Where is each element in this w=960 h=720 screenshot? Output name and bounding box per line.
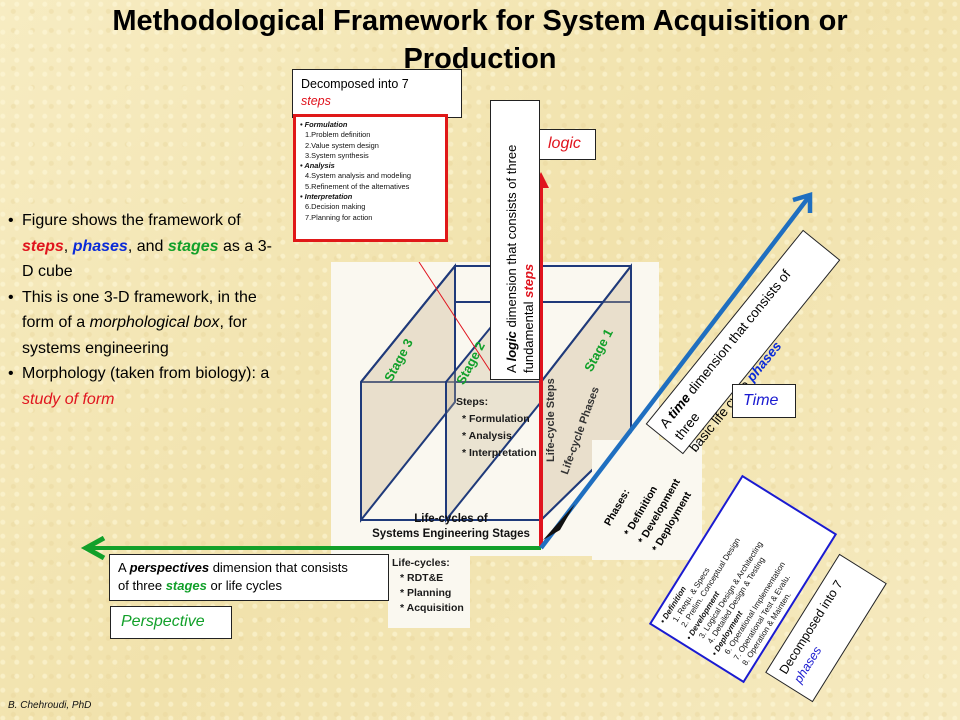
- perspective-label: Perspective: [110, 606, 232, 639]
- list-item: 3.System synthesis: [305, 150, 369, 160]
- logic-desc-box: A logic dimension that consists of three…: [490, 100, 540, 380]
- list-heading: • Analysis: [300, 161, 335, 171]
- time-desc-box: A time dimension that consists of three …: [645, 229, 841, 455]
- logic-label: logic: [539, 129, 596, 160]
- list-item: 5.Refinement of the alternatives: [305, 181, 410, 191]
- list-item: 2.Value system design: [305, 140, 379, 150]
- perspective-desc-line1: A perspectives dimension that consists: [118, 560, 348, 575]
- steps-note-line1: Decomposed into 7: [301, 77, 409, 91]
- bullet-item: • This is one 3-D framework, in the form…: [8, 288, 257, 357]
- cube-bottom-line2: Systems Engineering Stages: [372, 528, 530, 540]
- list-item: 6.Decision making: [305, 202, 366, 212]
- time-arrowhead: [792, 191, 813, 213]
- logic-desc-line1: A logic dimension that consists of three: [504, 144, 519, 373]
- perspective-desc-line2: of three stages or life cycles: [118, 578, 283, 593]
- lifecycle-item: * Planning: [400, 587, 452, 599]
- list-item: 4.System analysis and modeling: [305, 171, 411, 181]
- lc-steps-label: Life-cycle Steps: [545, 378, 557, 462]
- list-item: 1.Problem definition: [305, 130, 371, 140]
- bullet-item: • Morphology (taken from biology): a stu…: [8, 365, 270, 408]
- lifecycles-list: Life-cycles: * RDT&E * Planning * Acquis…: [388, 554, 470, 628]
- cube-step: * Interpretation: [462, 447, 537, 459]
- lifecycle-item: * RDT&E: [400, 572, 444, 584]
- steps-note-line2: steps: [301, 94, 331, 108]
- slide-title: Methodological Framework for System Acqu…: [112, 5, 848, 75]
- perspective-desc-box: A perspectives dimension that consists o…: [109, 554, 389, 601]
- cube-step: * Analysis: [462, 430, 512, 442]
- lifecycles-title: Life-cycles:: [392, 557, 450, 569]
- cube-step: * Formulation: [462, 413, 530, 425]
- perspective-arrowhead: [80, 535, 106, 561]
- cube-bottom-caption: Life-cycles of Systems Engineering Stage…: [361, 512, 541, 542]
- bullet-item: • Figure shows the framework of steps, p…: [8, 212, 272, 280]
- cube-steps-block: Steps: * Formulation * Analysis * Interp…: [456, 394, 537, 462]
- logic-desc-line2: fundamental steps: [521, 263, 536, 373]
- list-heading: • Interpretation: [300, 192, 353, 202]
- steps-note-box: Decomposed into 7 steps: [292, 69, 462, 118]
- bullet-list: • Figure shows the framework of steps, p…: [8, 208, 283, 412]
- cube-phases-block: Phases: * Definition * Development * Dep…: [592, 440, 702, 560]
- time-label: Time: [732, 384, 796, 418]
- author-credit: B. Chehroudi, PhD: [8, 700, 92, 711]
- list-heading: • Formulation: [300, 120, 348, 129]
- cube-bottom-line1: Life-cycles of: [414, 513, 488, 525]
- list-item: 7.Planning for action: [305, 212, 373, 222]
- cube-steps-title: Steps:: [456, 396, 489, 408]
- lifecycle-item: * Acquisition: [400, 602, 464, 614]
